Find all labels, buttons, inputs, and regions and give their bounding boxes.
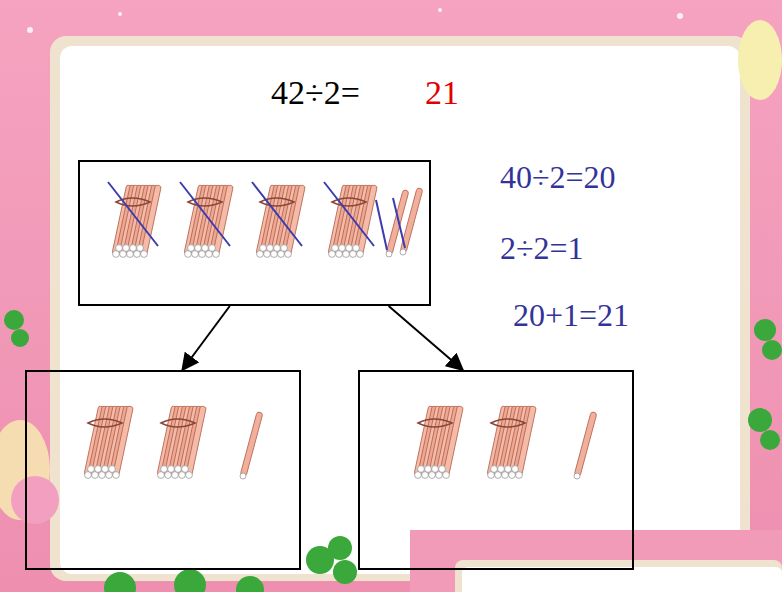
panel-frame [50, 36, 750, 581]
bundle-tie [161, 419, 195, 427]
stick-end [130, 245, 137, 252]
stick [213, 185, 233, 255]
stick [113, 406, 133, 476]
stick-end [113, 472, 120, 479]
arrow-connector [182, 306, 229, 370]
stick-end [188, 245, 195, 252]
stick-end [102, 466, 109, 473]
cross-out-line [324, 182, 374, 246]
stick-end [260, 245, 267, 252]
stick-end [400, 249, 406, 255]
stick-end [425, 466, 432, 473]
sparkles [27, 8, 683, 33]
arrow-connector [389, 306, 463, 370]
stick-end [137, 245, 144, 252]
bundle-tie [491, 419, 525, 427]
picture-box [358, 370, 634, 570]
step-equation: 2÷2=1 [500, 229, 584, 267]
stick-end [123, 245, 130, 252]
stick-end [213, 251, 220, 258]
next-slide-preview [410, 530, 782, 592]
stick-end [498, 466, 505, 473]
white-panel [60, 46, 740, 574]
stick-end [267, 245, 274, 252]
cross-out-line [393, 198, 405, 248]
stick-end [332, 245, 339, 252]
stick [357, 185, 377, 255]
single-stick [386, 189, 409, 257]
stick [443, 406, 463, 476]
stick-end [516, 472, 523, 479]
stick-end [88, 466, 95, 473]
stick-end [443, 472, 450, 479]
picture-box [25, 370, 301, 570]
stick-end [418, 466, 425, 473]
step-equation: 20+1=21 [513, 296, 629, 334]
stick-end [432, 466, 439, 473]
single-stick [240, 411, 263, 479]
stick-end [202, 245, 209, 252]
cross-out-line [376, 200, 387, 250]
answer: 21 [425, 73, 459, 114]
stick [285, 185, 305, 255]
stick [240, 411, 263, 476]
stick-end [175, 466, 182, 473]
stick-end [491, 466, 498, 473]
bundle-tie [88, 419, 122, 427]
stick-end [281, 245, 288, 252]
stick-end [505, 466, 512, 473]
stick-end [186, 472, 193, 479]
stick-end [512, 466, 519, 473]
stick-end [240, 473, 246, 479]
picture-box [78, 160, 431, 306]
stick-end [195, 245, 202, 252]
stick-end [141, 251, 148, 258]
cross-out-line [252, 182, 302, 246]
stick-bundle [157, 406, 206, 478]
stick [141, 185, 161, 255]
bundle-tie [418, 419, 452, 427]
stick-end [109, 466, 116, 473]
clover-decoration [4, 310, 782, 592]
cross-out-line [108, 182, 158, 246]
step-equation: 40÷2=20 [500, 158, 616, 196]
stick-end [339, 245, 346, 252]
stick [574, 411, 597, 476]
cross-out-line [180, 182, 230, 246]
stick [186, 406, 206, 476]
stick-end [285, 251, 292, 258]
stick-end [353, 245, 360, 252]
stick-end [209, 245, 216, 252]
equation: 42÷2= [271, 73, 360, 114]
stick-end [386, 251, 392, 257]
stick-bundle [84, 406, 133, 478]
flower-decoration [0, 20, 782, 524]
stick [516, 406, 536, 476]
stick-end [95, 466, 102, 473]
single-stick [574, 411, 597, 479]
stick-end [161, 466, 168, 473]
stick-end [168, 466, 175, 473]
stick-end [574, 473, 580, 479]
stick-end [274, 245, 281, 252]
stick-end [439, 466, 446, 473]
stick-end [357, 251, 364, 258]
stick-end [182, 466, 189, 473]
stick-bundle [414, 406, 463, 478]
stick-bundle [487, 406, 536, 478]
stick-end [346, 245, 353, 252]
stick-end [116, 245, 123, 252]
